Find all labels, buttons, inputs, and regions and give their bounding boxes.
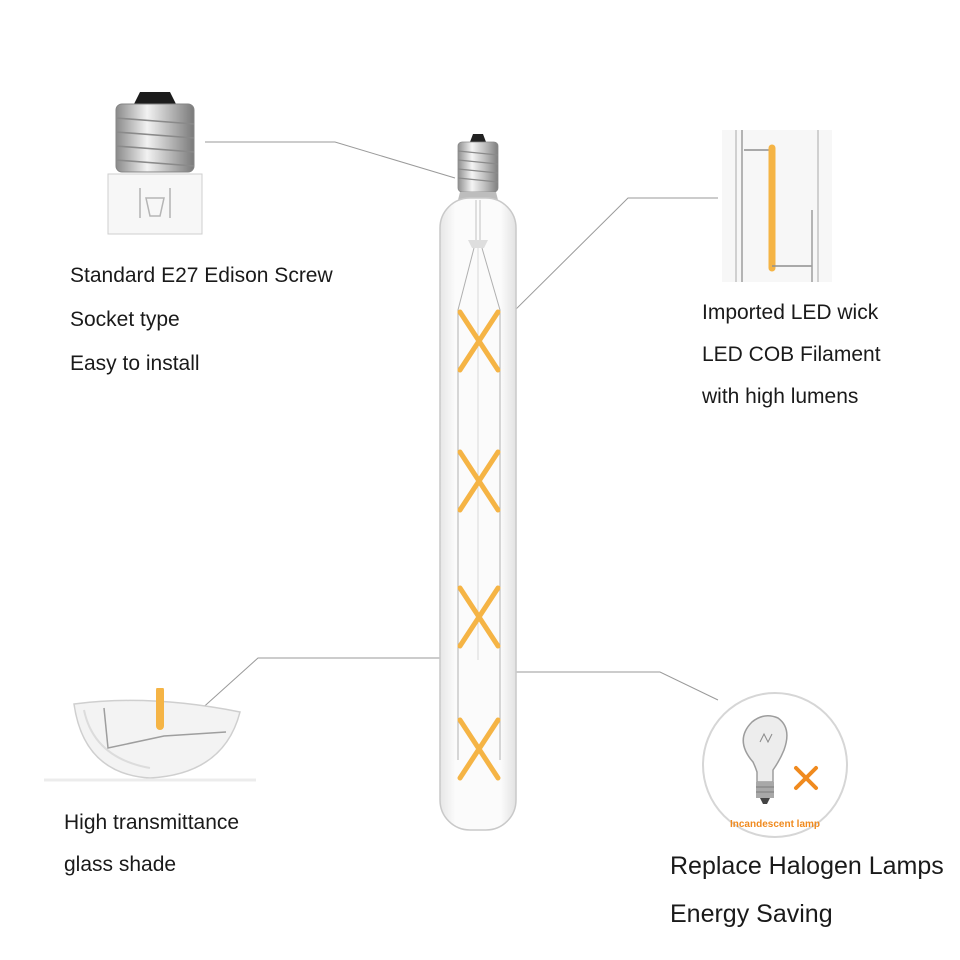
incandescent-lamp-badge: Incandescent lamp <box>702 692 848 838</box>
socket-caption-line-2: Socket type <box>70 308 180 331</box>
glass-shade-image <box>44 688 256 782</box>
replace-caption: Replace Halogen Lamps Energy Saving <box>670 854 944 950</box>
filament-caption: Imported LED wick LED COB Filament with … <box>702 302 881 428</box>
socket-closeup-image <box>107 92 203 235</box>
glass-caption-line-2: glass shade <box>64 853 177 876</box>
leader-line-glass <box>197 657 488 713</box>
filament-closeup-image <box>722 130 832 282</box>
glass-caption-line-1: High transmittance <box>64 811 240 834</box>
replace-caption-line-1: Replace Halogen Lamps <box>670 852 944 880</box>
filament-caption-line-3: with high lumens <box>702 385 859 408</box>
socket-caption: Standard E27 Edison Screw Socket type Ea… <box>70 265 333 397</box>
cross-mark-icon <box>794 766 818 790</box>
leader-line-replace <box>505 671 719 701</box>
socket-caption-line-3: Easy to install <box>70 352 200 375</box>
glass-caption: High transmittance glass shade <box>64 812 239 896</box>
socket-caption-line-1: Standard E27 Edison Screw <box>70 264 333 287</box>
incandescent-lamp-label: Incandescent lamp <box>730 819 820 830</box>
leader-line-socket <box>205 141 456 179</box>
led-filament <box>457 309 501 781</box>
filament-caption-line-2: LED COB Filament <box>702 343 881 366</box>
tube-bulb-image <box>439 134 517 831</box>
replace-caption-line-2: Energy Saving <box>670 900 833 928</box>
filament-caption-line-1: Imported LED wick <box>702 301 879 324</box>
leader-line-filament <box>504 197 718 321</box>
